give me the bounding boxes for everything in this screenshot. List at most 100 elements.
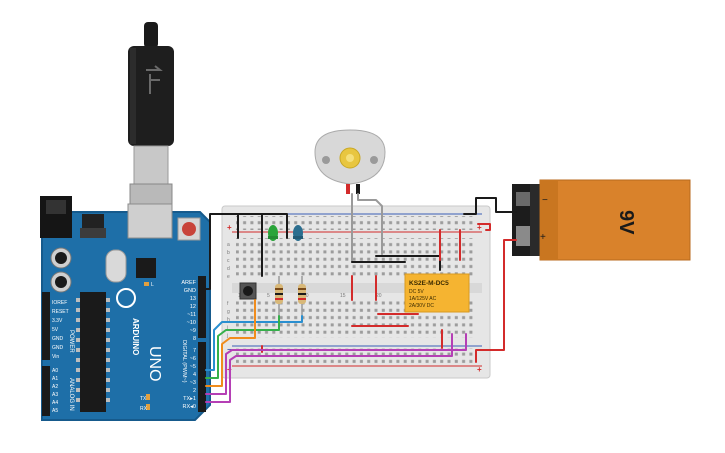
- arduino-logo-icon: [116, 288, 136, 308]
- column-number: 20: [376, 293, 382, 299]
- relay-spec-label: 2A/30V DC: [409, 303, 434, 309]
- arduino-uno-board[interactable]: ARDUINO UNO POWER ANALOG IN DIGITAL (PWM…: [40, 196, 211, 421]
- wire-red: [475, 239, 517, 363]
- pin-label: 2: [193, 388, 196, 394]
- relay-model-label: KS2E-M-DC5: [409, 280, 449, 287]
- analog-header-label: ANALOG IN: [68, 378, 74, 411]
- negative-terminal-label: −: [542, 195, 548, 206]
- wire-purple: [205, 333, 453, 403]
- wire-green: [205, 315, 280, 379]
- relay-spec-label: DC 5V: [409, 289, 424, 295]
- pin-label: RX◂0: [183, 404, 196, 410]
- row-letter: e: [227, 274, 230, 280]
- pin-label: ~6: [190, 356, 196, 362]
- wire-gray: [357, 193, 383, 255]
- pin-label: ~5: [190, 364, 196, 370]
- row-letter: i: [227, 325, 228, 331]
- center-channel: [232, 283, 482, 293]
- breadboard[interactable]: + + + + − − a b c d e f g h i j 1 5 10 1…: [221, 205, 491, 379]
- rail-plus-label: +: [227, 223, 232, 232]
- positive-terminal-label: +: [540, 232, 546, 243]
- row-letter: c: [227, 258, 230, 264]
- wire-purple: [205, 333, 467, 395]
- row-letter: d: [227, 266, 230, 272]
- pin-label: ~3: [190, 380, 196, 386]
- pin-label: ~10: [187, 320, 196, 326]
- pin-label: GND: [52, 336, 64, 342]
- led-green[interactable]: [268, 225, 278, 241]
- resistor-1[interactable]: [275, 276, 283, 316]
- resistor-2[interactable]: [298, 276, 306, 316]
- led-tx-indicator: [146, 394, 150, 400]
- terminal-strip-top: [236, 238, 476, 278]
- rail-minus-label: −: [227, 345, 232, 354]
- rail-plus-label: +: [477, 223, 482, 232]
- battery-negative-terminal: [516, 192, 530, 206]
- pin-label: 4: [193, 372, 196, 378]
- pin-label: 8: [193, 336, 196, 342]
- led-l-indicator: [144, 282, 149, 286]
- pin-label: GND: [184, 288, 196, 294]
- pin-label: TX▸1: [183, 396, 196, 402]
- brand-label: ARDUINO: [131, 318, 140, 355]
- relay-module[interactable]: KS2E-M-DC5 DC 5V 1A/125V AC 2A/30V DC: [404, 273, 470, 313]
- pin-label: 7: [193, 348, 196, 354]
- pin-label: A4: [52, 400, 58, 406]
- battery-9v[interactable]: 9V − +: [512, 179, 691, 261]
- led-l-label: L: [151, 282, 154, 288]
- wire-red: [477, 223, 491, 231]
- wire-blue: [205, 315, 303, 371]
- pin-label: A0: [52, 368, 58, 374]
- column-number: 15: [340, 293, 346, 299]
- row-letter: f: [227, 301, 229, 307]
- battery-voltage-label: 9V: [615, 210, 637, 235]
- row-letter: b: [227, 250, 230, 256]
- crystal: [105, 249, 127, 283]
- wire-orange: [205, 299, 256, 387]
- analog-header: [42, 366, 50, 416]
- pin-label: ~11: [187, 312, 196, 318]
- atmega-chip: [80, 292, 106, 412]
- power-header-label: POWER: [68, 330, 74, 353]
- digital-header-top: [198, 276, 206, 338]
- battery-positive-terminal: [516, 226, 530, 246]
- model-label: UNO: [146, 346, 163, 382]
- wire-black: [463, 197, 517, 215]
- pin-label: 12: [190, 304, 196, 310]
- power-header: [42, 292, 50, 360]
- pin-label: 3.3V: [52, 318, 63, 324]
- pin-label: 5V: [52, 327, 59, 333]
- led-blue[interactable]: [293, 225, 303, 241]
- row-letter: a: [227, 242, 230, 248]
- rail-plus-label: +: [477, 365, 482, 374]
- digital-header-label: DIGITAL (PWM~): [181, 340, 187, 383]
- wire-black: [261, 213, 288, 239]
- pin-label: A2: [52, 384, 58, 390]
- row-letter: h: [227, 317, 230, 323]
- pin-label: A1: [52, 376, 58, 382]
- pin-label: RESET: [52, 309, 69, 315]
- row-letter: g: [227, 309, 230, 315]
- wire-black: [205, 213, 239, 290]
- led-rx-label: RX: [140, 406, 148, 412]
- wires[interactable]: [205, 193, 517, 403]
- pin-label: A5: [52, 408, 58, 414]
- pin-label: IOREF: [52, 300, 67, 306]
- led-rx-indicator: [146, 404, 150, 410]
- row-letter: j: [226, 333, 228, 339]
- dc-motor[interactable]: [314, 129, 386, 194]
- pin-label: AREF: [181, 280, 196, 286]
- led-tx-label: TX: [140, 396, 147, 402]
- push-button[interactable]: [239, 282, 257, 300]
- digital-header-bottom: [198, 342, 206, 412]
- pin-label: Vin: [52, 354, 59, 360]
- relay-spec-label: 1A/125V AC: [409, 296, 437, 302]
- chip-small: [136, 258, 156, 278]
- usb-icon: [146, 65, 163, 94]
- voltage-regulator: [82, 214, 104, 228]
- usb-port: [127, 203, 173, 239]
- column-number: 5: [267, 293, 270, 299]
- pin-label: 13: [190, 296, 196, 302]
- pin-label: ~9: [190, 328, 196, 334]
